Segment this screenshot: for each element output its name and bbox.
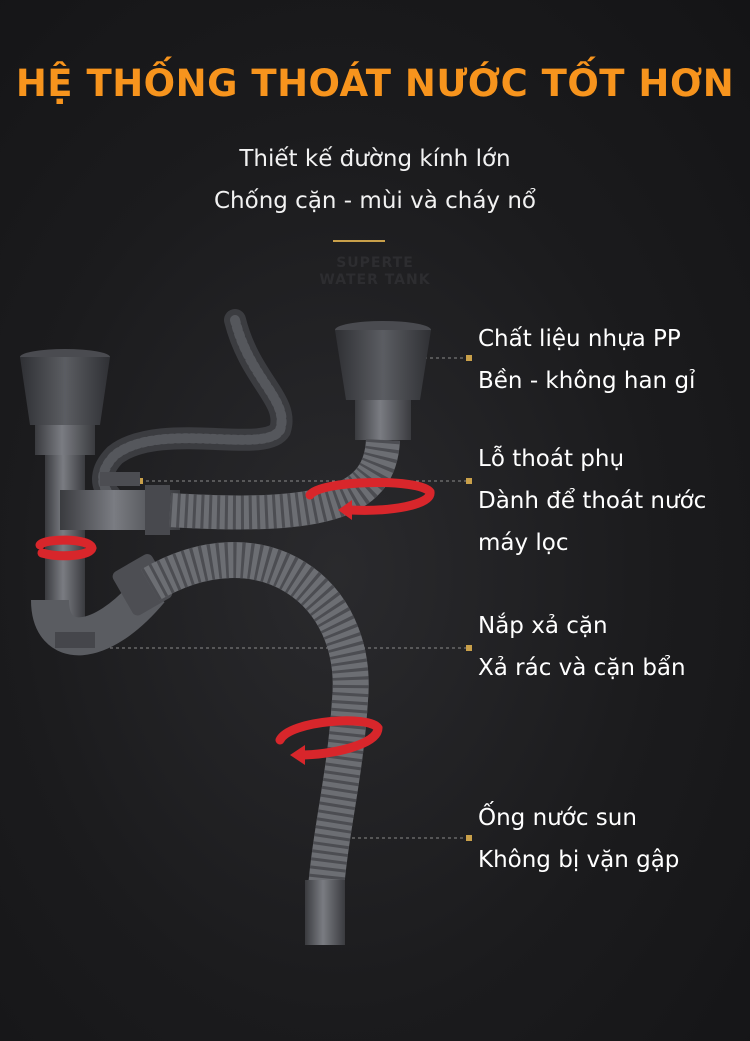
callout-cleanout-cap-desc: Xả rác và cặn bẩn xyxy=(478,655,686,681)
left-strainer xyxy=(20,349,110,455)
watermark-line-2: WATER TANK xyxy=(319,272,431,288)
callout-material: Chất liệu nhựa PP Bền - không han gỉ xyxy=(478,318,695,402)
callout-aux-outlet-desc-1: Dành để thoát nước xyxy=(478,488,707,514)
callout-material-title: Chất liệu nhựa PP xyxy=(478,326,681,352)
rotate-arrow-icon xyxy=(35,478,435,765)
right-strainer xyxy=(335,321,431,440)
callout-cleanout-cap-title: Nắp xả cặn xyxy=(478,613,608,639)
divider-line xyxy=(333,240,385,242)
callout-aux-outlet-desc-2: máy lọc xyxy=(478,530,569,556)
leader-lines xyxy=(98,357,470,839)
subtitle-line-1: Thiết kế đường kính lớn xyxy=(239,146,511,172)
callout-material-desc: Bền - không han gỉ xyxy=(478,368,696,394)
callout-aux-outlet-title: Lỗ thoát phụ xyxy=(478,446,625,472)
watermark-line-1: SUPERTE xyxy=(336,255,414,271)
page-title: HỆ THỐNG THOÁT NƯỚC TỐT HƠN xyxy=(15,62,735,105)
callout-corrugated-hose: Ống nước sun Không bị vặn gập xyxy=(478,797,679,881)
callout-aux-outlet: Lỗ thoát phụ Dành để thoát nước máy lọc xyxy=(478,438,706,564)
subtitle-line-2: Chống cặn - mùi và cháy nổ xyxy=(213,188,537,214)
callout-corrugated-hose-desc: Không bị vặn gập xyxy=(478,847,680,873)
callout-corrugated-hose-title: Ống nước sun xyxy=(478,805,637,831)
callout-cleanout-cap: Nắp xả cặn Xả rác và cặn bẩn xyxy=(478,605,686,689)
